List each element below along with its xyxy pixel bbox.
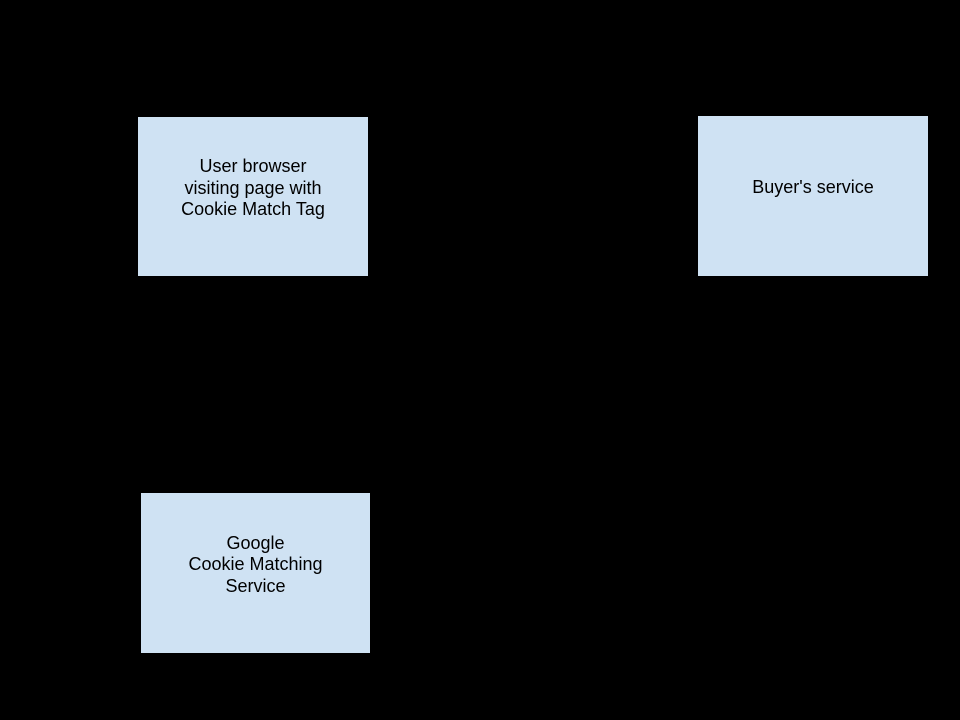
node-buyers-service-label: Buyer's service — [698, 177, 928, 199]
node-user-browser: User browser visiting page with Cookie M… — [137, 116, 369, 277]
node-label-line: Buyer's service — [752, 177, 874, 198]
node-buyers-service: Buyer's service — [697, 115, 929, 277]
node-user-browser-label: User browser visiting page with Cookie M… — [138, 156, 368, 221]
node-label-line: Cookie Match Tag — [181, 199, 325, 220]
node-label-line: User browser — [199, 156, 307, 177]
node-label-line: Service — [225, 575, 286, 596]
node-google-cookie-matching-service: Google Cookie Matching Service — [140, 492, 371, 654]
node-label-line: visiting page with — [184, 177, 322, 198]
node-label-line: Cookie Matching — [188, 554, 323, 575]
node-label-line: Google — [226, 532, 285, 553]
node-google-cookie-matching-service-label: Google Cookie Matching Service — [141, 533, 370, 598]
